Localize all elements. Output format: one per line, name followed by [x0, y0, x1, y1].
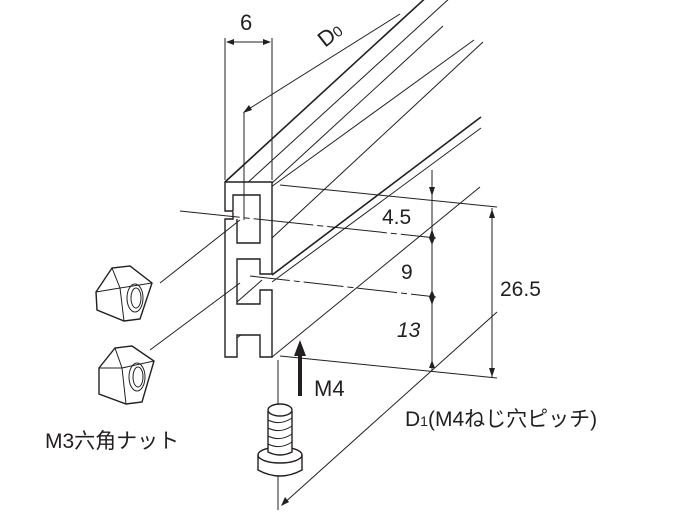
width-dim-label: 6 [240, 10, 252, 35]
svg-text:D0: D0 [313, 17, 347, 52]
d1-label: D [405, 408, 420, 431]
dim-top-label: 4.5 [382, 206, 411, 229]
dim-mid-label: 9 [401, 261, 413, 284]
d1-subscript: 1 [420, 413, 428, 429]
nut-label: M3六角ナット [45, 430, 179, 453]
dim-bottom-label: 13 [397, 319, 421, 342]
screw-size-label: M4 [314, 376, 345, 401]
hex-nut-icon [95, 265, 153, 322]
width-dimension: 6 [224, 10, 273, 180]
rail-body [224, 0, 484, 358]
extension-lines [149, 170, 498, 379]
d1-note: (M4ねじ穴ピッチ) [428, 408, 597, 431]
dim-total-label: 26.5 [500, 278, 541, 301]
screw-icon [257, 403, 303, 477]
m4-arrow [294, 340, 306, 396]
hex-nut-icon [98, 345, 155, 405]
svg-text:D1(M4ねじ穴ピッチ): D1(M4ねじ穴ピッチ) [405, 408, 597, 431]
dimension-arrows [429, 187, 495, 377]
